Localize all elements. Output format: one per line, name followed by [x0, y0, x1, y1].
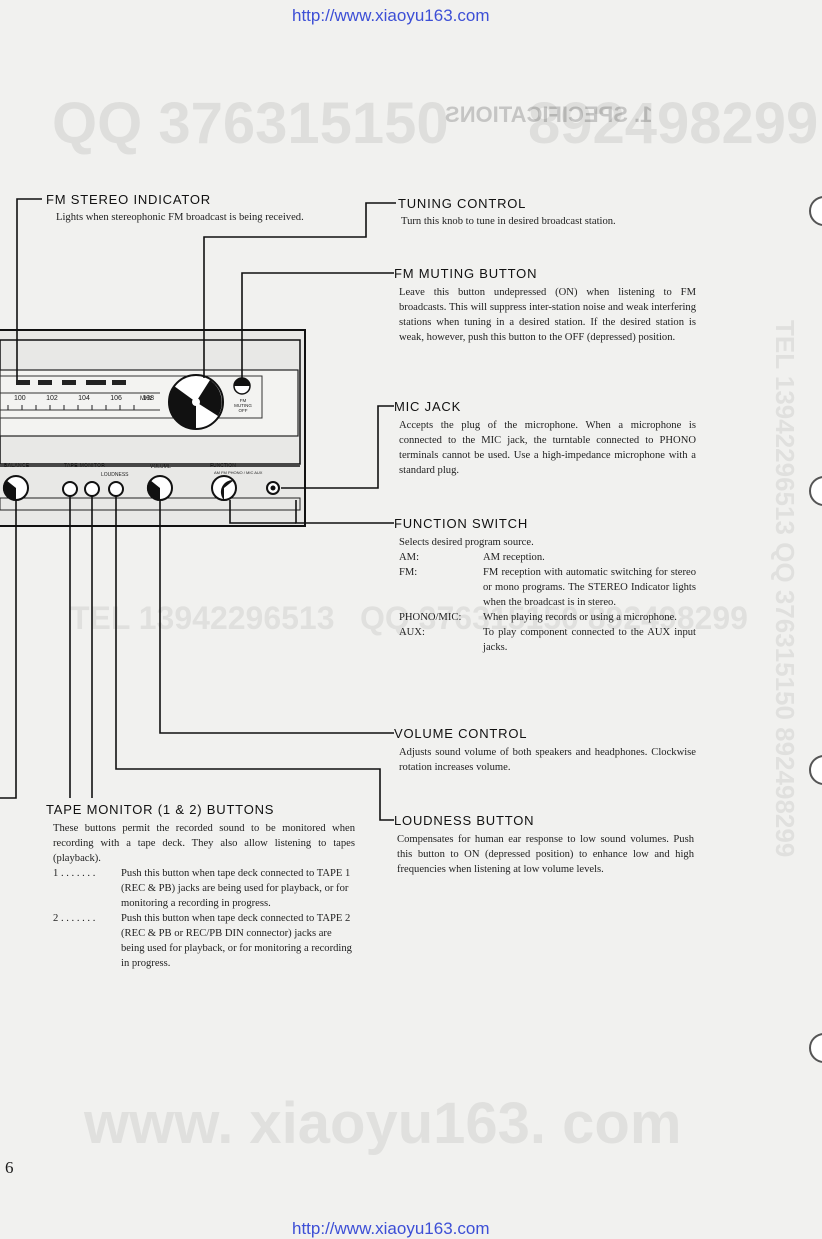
panel-label-balance: BALANCE: [4, 463, 30, 469]
watermark-qq-mid: QQ 376315150 892498299: [360, 600, 748, 636]
function-item-fm: FM: FM reception with automatic switchin…: [399, 565, 696, 610]
tape-monitor-item-text: Push this button when tape deck connecte…: [121, 913, 352, 969]
tape-monitor-intro: These buttons permit the recorded sound …: [53, 823, 355, 864]
function-switch-intro: Selects desired program source.: [399, 537, 534, 548]
tape-monitor-item-label: 2 . . . . . . .: [53, 913, 96, 924]
dial-number: 100: [14, 395, 26, 402]
fm-muting-button-text: Leave this button undepressed (ON) when …: [399, 287, 696, 343]
dial-number: 104: [78, 395, 90, 402]
watermark-tel: TEL 13942296513: [70, 600, 335, 636]
function-item-text: FM reception with automatic switching fo…: [483, 567, 696, 608]
function-item-am: AM: AM reception.: [399, 550, 696, 565]
function-item-label: AM:: [399, 552, 420, 563]
tape-monitor-item-2: 2 . . . . . . . Push this button when ta…: [53, 911, 355, 971]
function-item-label: PHONO/MIC:: [399, 612, 462, 623]
tuning-control-title: TUNING CONTROL: [398, 196, 527, 211]
volume-control-text: Adjusts sound volume of both speakers an…: [399, 747, 696, 773]
fm-stereo-indicator-title: FM STEREO INDICATOR: [46, 192, 211, 207]
loudness-button-title: LOUDNESS BUTTON: [394, 813, 535, 828]
tape-monitor-item-1: 1 . . . . . . . Push this button when ta…: [53, 866, 355, 911]
function-switch-body: Selects desired program source. AM: AM r…: [399, 535, 696, 655]
panel-label-fm-muting: FM MUTING OFF: [234, 398, 252, 413]
function-item-label: AUX:: [399, 627, 425, 638]
tape-monitor-item-text: Push this button when tape deck connecte…: [121, 868, 351, 909]
function-switch-title: FUNCTION SWITCH: [394, 516, 529, 531]
function-item-label: FM:: [399, 567, 418, 578]
watermark-site: www. xiaoyu163. com: [84, 1091, 682, 1156]
loudness-button-text: Compensates for human ear response to lo…: [397, 834, 694, 875]
dial-number: 106: [110, 395, 122, 402]
panel-label-function-positions: AM FM PHONO / MIC AUX: [214, 470, 263, 475]
mic-jack-text: Accepts the plug of the microphone. When…: [399, 420, 696, 476]
dial-number: 102: [46, 395, 58, 402]
tape-monitor-title: TAPE MONITOR (1 & 2) BUTTONS: [46, 802, 275, 817]
tape-monitor-item-label: 1 . . . . . . .: [53, 868, 96, 879]
dial-numbers: 100 102 104 106 108: [14, 395, 154, 402]
tape-monitor-body: These buttons permit the recorded sound …: [53, 821, 355, 971]
function-item-text: AM reception.: [483, 552, 545, 563]
watermark-phone: 892498299: [528, 91, 819, 156]
panel-label-tape-monitor: TAPE MONITOR: [64, 463, 106, 469]
dial-number: 108: [142, 395, 154, 402]
panel-label-loudness: LOUDNESS: [101, 472, 129, 478]
panel-label-volume: VOLUME: [150, 464, 172, 470]
tuning-control-text: Turn this knob to tune in desired broadc…: [401, 216, 616, 227]
volume-control-title: VOLUME CONTROL: [394, 726, 528, 741]
function-item-text: To play component connected to the AUX i…: [483, 627, 696, 653]
site-url-top[interactable]: http://www.xiaoyu163.com: [292, 6, 490, 25]
site-url-bottom[interactable]: http://www.xiaoyu163.com: [292, 1219, 490, 1238]
mic-jack-title: MIC JACK: [394, 399, 462, 414]
panel-label-function: FUNCTION: [210, 463, 236, 469]
function-item-aux: AUX: To play component connected to the …: [399, 625, 696, 655]
function-item-phono-mic: PHONO/MIC: When playing records or using…: [399, 610, 696, 625]
watermark-qq: QQ 376315150: [52, 91, 449, 156]
fm-stereo-indicator-text: Lights when stereophonic FM broadcast is…: [56, 212, 304, 223]
panel-label-mhz: MHz: [140, 396, 153, 402]
function-item-text: When playing records or using a micropho…: [483, 612, 677, 623]
fm-muting-button-title: FM MUTING BUTTON: [394, 266, 538, 281]
page-number: 6: [5, 1158, 14, 1177]
